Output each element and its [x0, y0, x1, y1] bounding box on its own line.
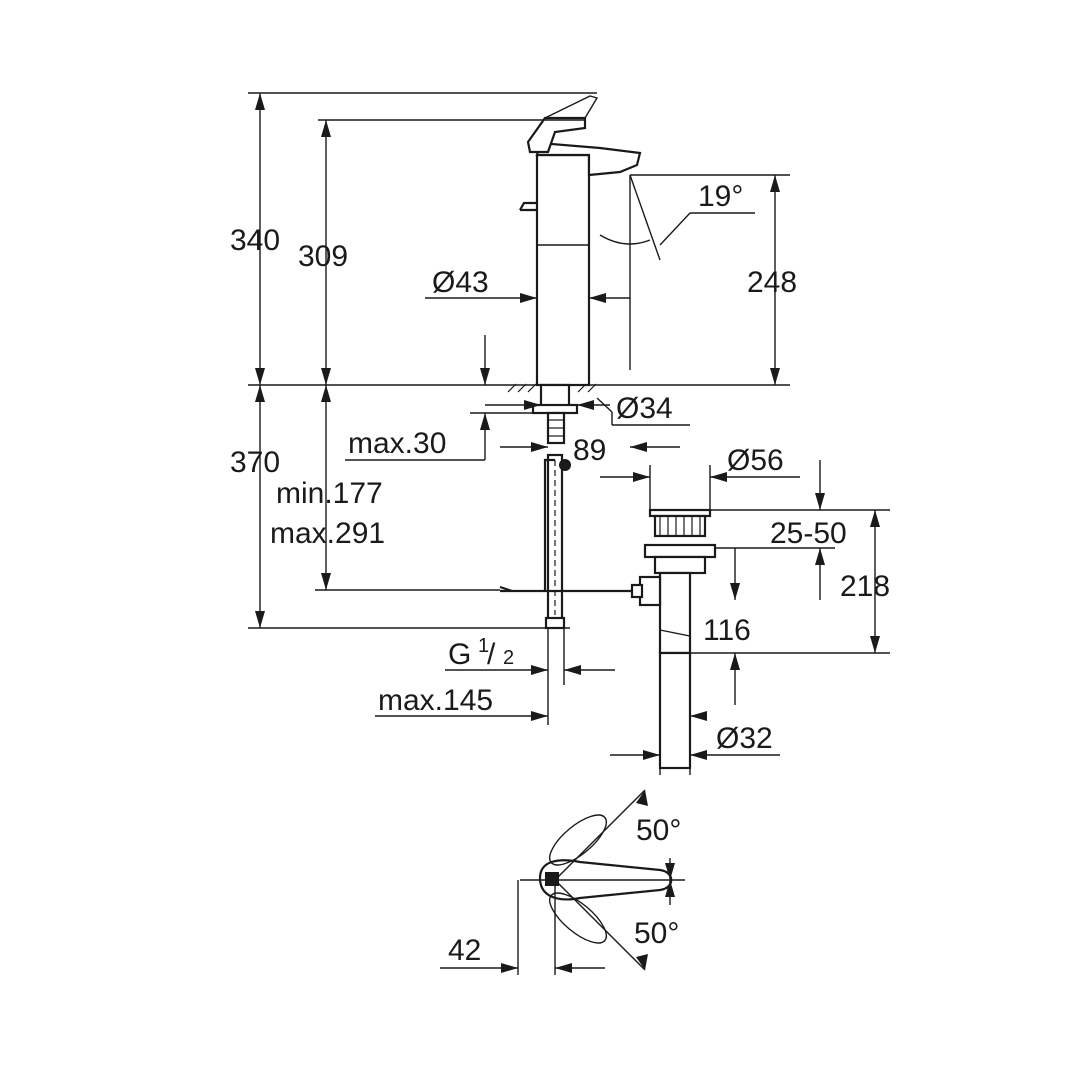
dim-min177-label: min.177: [276, 477, 383, 510]
countertop-section: [499, 383, 640, 630]
faucet-body: [519, 95, 642, 387]
dim-25-50-label: 25-50: [770, 517, 847, 550]
dim-max30-label: max.30: [348, 427, 446, 460]
pop-up-waste: [630, 508, 717, 770]
dim-42-label: 42: [448, 934, 481, 967]
dim-34-label: Ø34: [616, 392, 673, 425]
dimension-labels: 340 309 19° Ø43 248 Ø34 370 max.30 89 Ø5…: [230, 180, 890, 967]
dim-116-label: 116: [703, 614, 751, 647]
dimension-lines: [248, 92, 890, 975]
thread-slash: /: [487, 638, 496, 671]
handle-plan-view: [520, 789, 685, 971]
dim-340-label: 340: [230, 224, 280, 257]
dim-56-label: Ø56: [727, 444, 784, 477]
thread-g-label: G: [448, 638, 471, 671]
thread-numerator-label: 1: [478, 635, 489, 657]
dim-218-label: 218: [840, 570, 890, 603]
dim-max145-label: max.145: [378, 684, 493, 717]
thread-denominator-label: 2: [503, 647, 514, 669]
dim-19deg-label: 19°: [698, 180, 743, 213]
dim-89-label: 89: [573, 434, 606, 467]
angle-bottom-label: 50°: [634, 917, 679, 950]
dim-32-label: Ø32: [716, 722, 773, 755]
angle-top-label: 50°: [636, 814, 681, 847]
dim-max291-label: max.291: [270, 517, 385, 550]
dim-309-label: 309: [298, 240, 348, 273]
dim-43-label: Ø43: [432, 266, 489, 299]
dim-370-label: 370: [230, 446, 280, 479]
dim-248-label: 248: [747, 266, 797, 299]
